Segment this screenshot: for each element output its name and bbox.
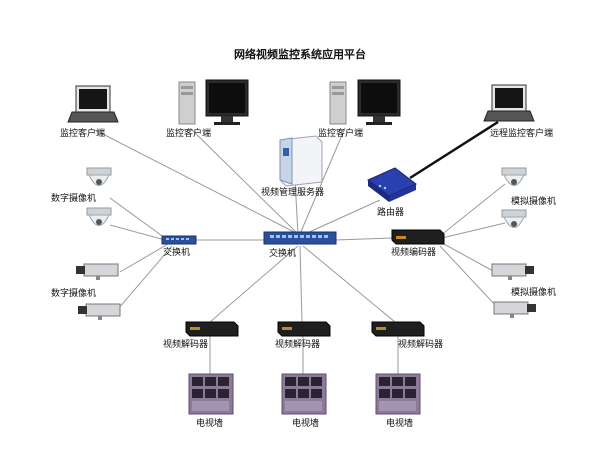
label-video-decoder: 视频解码器 (163, 340, 209, 350)
switch-icon (161, 235, 197, 245)
link-cam4-leftswitch (117, 245, 173, 310)
decoder-icon (185, 321, 239, 337)
label-digital-camera: 数字摄像机 (51, 194, 97, 204)
label-router: 路由器 (377, 208, 405, 218)
link-acam3-encoder (441, 242, 496, 273)
label-video-server: 视频管理服务器 (261, 188, 325, 198)
label-analog-camera: 模拟摄像机 (511, 288, 557, 298)
link-switch-decoder1 (209, 245, 299, 323)
router-icon (367, 167, 417, 202)
link-acam2-encoder (441, 222, 506, 239)
decoder-icon (371, 321, 425, 337)
link-cam2-leftswitch (109, 224, 166, 241)
label-monitor-client: 监控客户端 (60, 129, 106, 139)
box-camera-icon (493, 301, 536, 318)
tv-wall-icon (188, 373, 234, 415)
link-router-remote (409, 120, 499, 180)
tv-wall-icon (281, 373, 327, 415)
link-cam1-leftswitch (109, 197, 166, 239)
desktop-computer-icon (178, 79, 249, 125)
label-analog-camera: 模拟摄像机 (511, 197, 557, 207)
dome-camera-icon (86, 167, 112, 186)
desktop-computer-icon (329, 79, 401, 125)
label-video-decoder: 视频解码器 (275, 340, 321, 350)
label-tv-wall: 电视墙 (386, 419, 414, 429)
label-tv-wall: 电视墙 (292, 419, 320, 429)
connection-lines (94, 127, 506, 375)
link-router-switch (304, 199, 381, 235)
link-switch-decoder3 (302, 245, 396, 323)
server-icon (279, 135, 323, 187)
label-video-encoder: 视频编码器 (391, 248, 437, 258)
label-monitor-client: 监控客户端 (166, 129, 212, 139)
label-video-decoder: 视频解码器 (398, 340, 444, 350)
label-monitor-client: 监控客户端 (318, 129, 364, 139)
dome-camera-icon (86, 207, 112, 226)
link-cam3-leftswitch (119, 243, 169, 273)
link-switch-decoder2 (299, 245, 303, 323)
link-client2-switch (189, 127, 299, 235)
encoder-icon (391, 229, 445, 245)
label-tv-wall: 电视墙 (196, 419, 224, 429)
link-server-switch (294, 179, 299, 235)
label-digital-camera: 数字摄像机 (51, 289, 97, 299)
link-switch-encoder (334, 237, 393, 241)
label-remote-client: 远程监控客户端 (490, 129, 554, 139)
link-acam4-encoder (439, 245, 499, 309)
diagram-title: 网络视频监控系统应用平台 (234, 48, 366, 61)
link-client1-switch (94, 129, 299, 235)
box-camera-icon (76, 263, 119, 280)
switch-icon (263, 231, 337, 245)
dome-camera-icon (501, 167, 527, 186)
box-camera-icon (491, 263, 534, 280)
laptop-icon (67, 85, 119, 123)
laptop-icon (483, 84, 535, 122)
label-switch: 交换机 (163, 248, 191, 258)
link-acam1-encoder (439, 183, 506, 237)
tv-wall-icon (375, 373, 421, 415)
dome-camera-icon (501, 209, 527, 228)
decoder-icon (277, 321, 331, 337)
label-switch: 交换机 (269, 249, 297, 259)
box-camera-icon (78, 303, 121, 320)
